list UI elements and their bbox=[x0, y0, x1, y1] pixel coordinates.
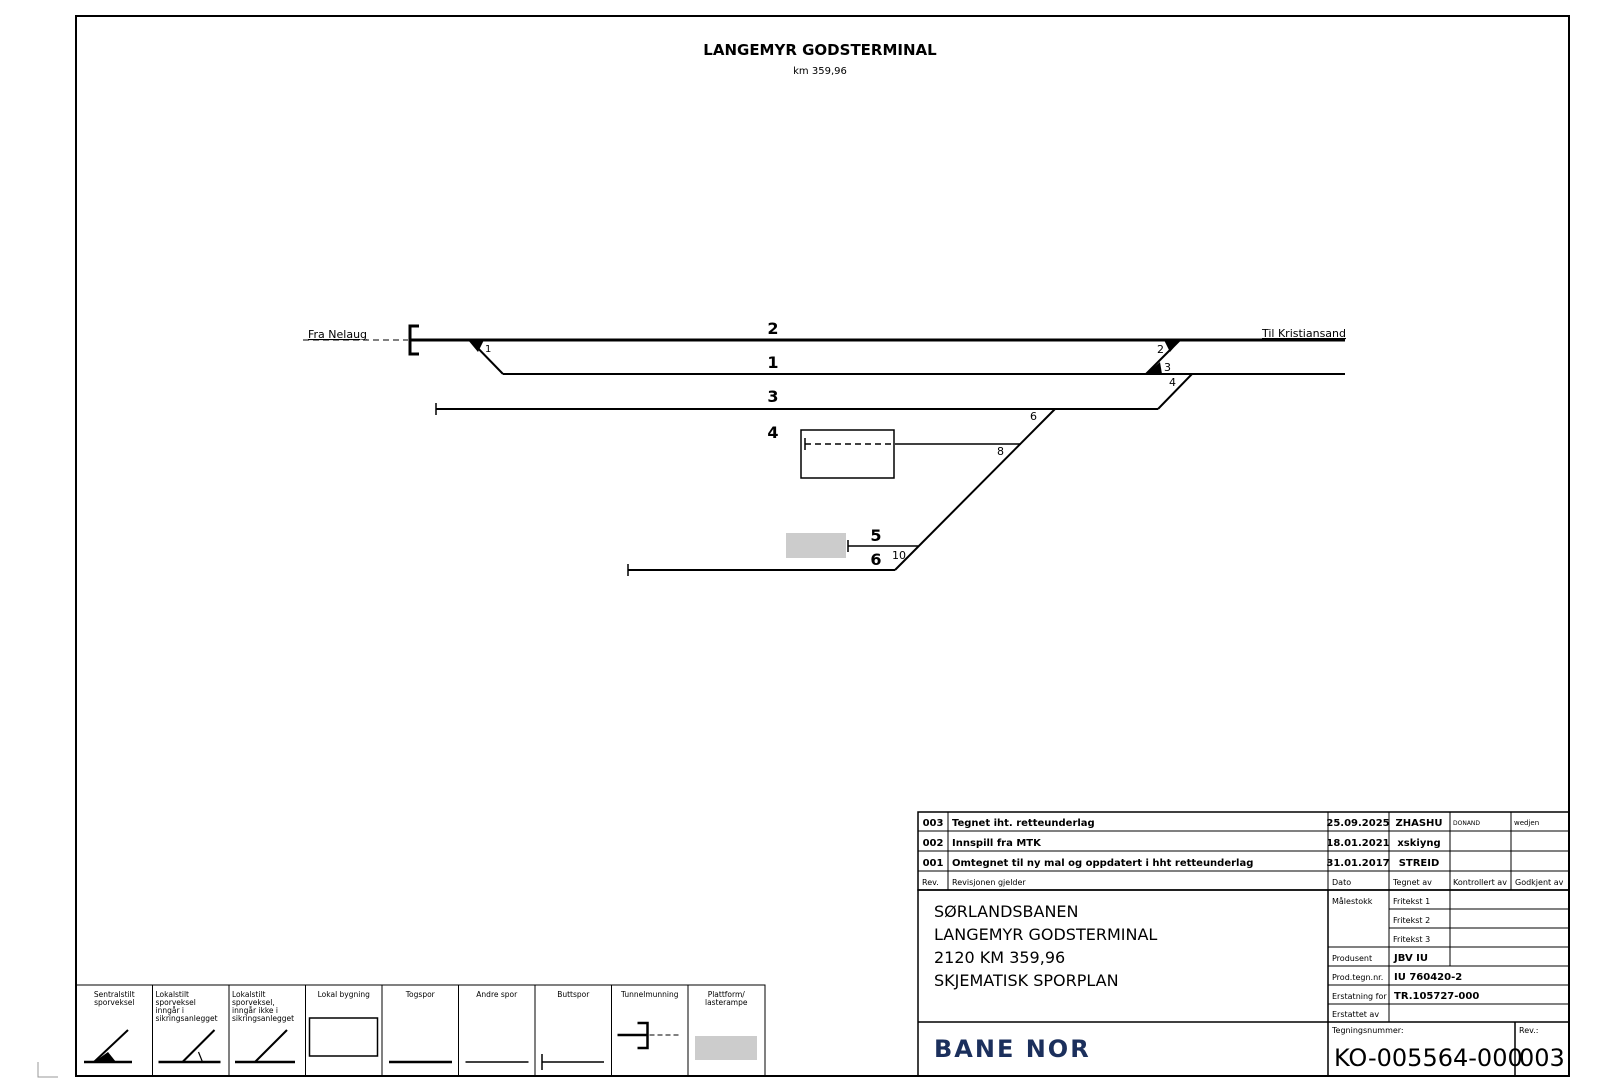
legend-frame bbox=[75, 984, 766, 1077]
producer-label: Produsent bbox=[1332, 954, 1372, 963]
switch-2-marker bbox=[1164, 340, 1180, 352]
revision-number: 003 bbox=[923, 818, 944, 829]
scale-label: Målestokk bbox=[1332, 896, 1373, 906]
title-block: SØRLANDSBANEN LANGEMYR GODSTERMINAL 2120… bbox=[917, 889, 1570, 1077]
rev-col-header: Rev. bbox=[922, 878, 939, 887]
free-text-2: Fritekst 2 bbox=[1393, 916, 1430, 925]
revision-date: 18.01.2021 bbox=[1326, 838, 1389, 849]
revision-date: 31.01.2017 bbox=[1326, 858, 1389, 869]
sheet-frame bbox=[75, 15, 1570, 1077]
track-5-number: 5 bbox=[870, 526, 881, 545]
replaces-value: TR.105727-000 bbox=[1394, 991, 1479, 1002]
revision-text: Omtegnet til ny mal og oppdatert i hht r… bbox=[952, 858, 1253, 869]
track-3-number: 3 bbox=[767, 387, 778, 406]
track-plan: Fra Nelaug Til Kristiansand bbox=[303, 319, 1346, 576]
legend-label: Plattform/lasterampe bbox=[705, 990, 748, 1007]
from-label: Fra Nelaug bbox=[308, 328, 367, 341]
legend-item-butt-track: Buttspor bbox=[541, 990, 604, 1070]
revision-row: 002 Innspill fra MTK 18.01.2021 xskiyng bbox=[923, 838, 1441, 849]
rev-label: Rev.: bbox=[1519, 1026, 1538, 1035]
free-text-1: Fritekst 1 bbox=[1393, 897, 1430, 906]
bane-nor-logo: BANE NOR bbox=[934, 1035, 1091, 1063]
revision-drawn-by: ZHASHU bbox=[1395, 818, 1442, 829]
track-6-number: 6 bbox=[870, 550, 881, 569]
revision-row: 003 Tegnet iht. retteunderlag 25.09.2025 ZH… bbox=[923, 818, 1540, 829]
legend-item-train-track: Togspor bbox=[389, 990, 452, 1064]
rev-approved-col-header: Godkjent av bbox=[1515, 878, 1564, 887]
switch-3-number: 3 bbox=[1164, 361, 1171, 374]
legend-label: Tunnelmunning bbox=[620, 990, 679, 999]
legend-label: Andre spor bbox=[476, 990, 518, 999]
rev-drawn-col-header: Tegnet av bbox=[1392, 878, 1432, 887]
rev-date-col-header: Dato bbox=[1332, 878, 1351, 887]
prod-no-value: IU 760420-2 bbox=[1394, 972, 1462, 983]
drawing-title: LANGEMYR GODSTERMINAL bbox=[703, 41, 937, 59]
revision-table: 003 Tegnet iht. retteunderlag 25.09.2025 ZH… bbox=[917, 811, 1570, 891]
drawing-no-label: Tegningsnummer: bbox=[1331, 1026, 1404, 1035]
legend-item-platform: Plattform/lasterampe bbox=[695, 990, 757, 1060]
switch-1-number: 1 bbox=[485, 344, 491, 355]
switch-1-marker bbox=[468, 340, 484, 352]
drawing-subtitle: km 359,96 bbox=[793, 66, 847, 77]
revision-approved-by: wedjen bbox=[1514, 819, 1539, 827]
switch-2-number: 2 bbox=[1157, 343, 1164, 356]
revision-drawn-by: STREID bbox=[1399, 858, 1440, 869]
track-4-number: 4 bbox=[767, 423, 778, 442]
loading-platform bbox=[786, 533, 846, 558]
revision-checked-by: DONAND bbox=[1453, 820, 1480, 827]
legend-item-building: Lokal bygning bbox=[308, 990, 379, 1057]
switch-6-number: 6 bbox=[1030, 410, 1037, 423]
revision-row: 001 Omtegnet til ny mal og oppdatert i hh… bbox=[923, 858, 1440, 869]
legend-label: Togspor bbox=[405, 990, 436, 999]
track-2-number: 2 bbox=[767, 319, 778, 338]
legend-label: Buttspor bbox=[557, 990, 590, 999]
rev-value: 003 bbox=[1519, 1044, 1565, 1072]
drawing-no-value: KO-005564-000 bbox=[1334, 1044, 1523, 1072]
switch-8-number: 8 bbox=[997, 445, 1004, 458]
title-line-1: SØRLANDSBANEN bbox=[934, 902, 1079, 921]
title-line-4: SKJEMATISK SPORPLAN bbox=[934, 971, 1119, 990]
switch-10-number: 10 bbox=[892, 549, 906, 562]
to-label: Til Kristiansand bbox=[1261, 327, 1346, 340]
revision-drawn-by: xskiyng bbox=[1397, 838, 1440, 849]
switch-3-marker bbox=[1146, 362, 1162, 374]
revision-date: 25.09.2025 bbox=[1326, 818, 1389, 829]
title-line-2: LANGEMYR GODSTERMINAL bbox=[934, 925, 1157, 944]
rev-checked-col-header: Kontrollert av bbox=[1453, 878, 1507, 887]
switch-4-number: 4 bbox=[1169, 376, 1176, 389]
track-1-number: 1 bbox=[767, 353, 778, 372]
revision-text: Innspill fra MTK bbox=[952, 838, 1042, 849]
revision-text: Tegnet iht. retteunderlag bbox=[952, 818, 1095, 829]
revision-number: 002 bbox=[923, 838, 944, 849]
legend-label: Lokal bygning bbox=[318, 990, 370, 999]
legend-item-tunnel-mouth: Tunnelmunning bbox=[617, 990, 682, 1050]
branch-diagonal bbox=[894, 408, 1056, 571]
free-text-3: Fritekst 3 bbox=[1393, 935, 1430, 944]
title-line-3: 2120 KM 359,96 bbox=[934, 948, 1065, 967]
track-3-connector bbox=[1157, 373, 1193, 410]
local-building bbox=[800, 429, 895, 479]
replaces-label: Erstatning for bbox=[1332, 992, 1387, 1001]
corner-mark bbox=[37, 1062, 58, 1078]
legend-item-other-track: Andre spor bbox=[465, 990, 529, 1063]
prod-no-label: Prod.tegn.nr. bbox=[1332, 973, 1383, 982]
revision-number: 001 bbox=[923, 858, 944, 869]
producer-value: JBV IU bbox=[1393, 953, 1428, 964]
rev-text-col-header: Revisjonen gjelder bbox=[952, 878, 1026, 887]
replaced-by-label: Erstattet av bbox=[1332, 1010, 1379, 1019]
